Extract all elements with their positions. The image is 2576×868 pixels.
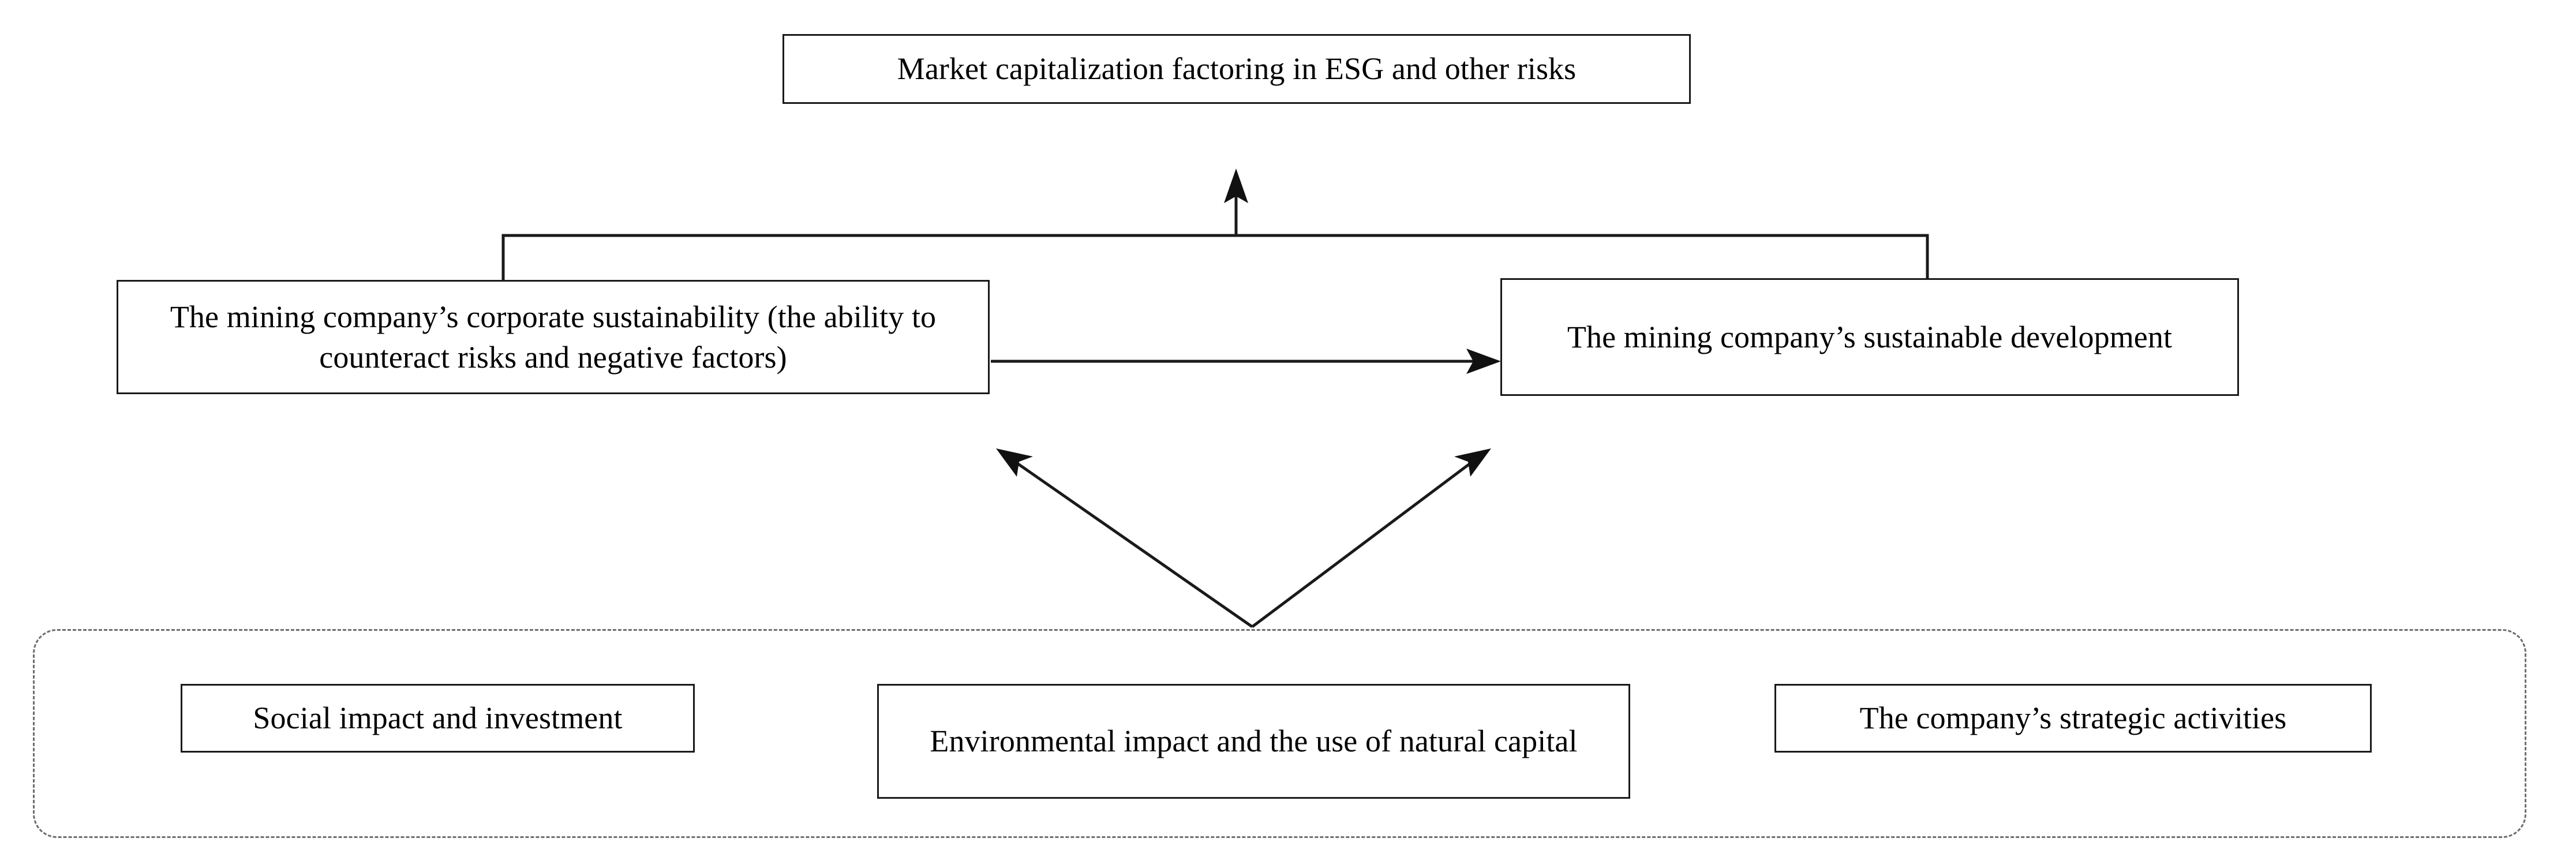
bracket-connector [501,234,1929,280]
node-market-capitalization-label: Market capitalization factoring in ESG a… [897,51,1577,87]
node-environmental-impact[interactable]: Environmental impact and the use of natu… [877,684,1630,799]
arrow-to-market-cap [1224,169,1248,235]
node-corporate-sustainability[interactable]: The mining company’s corporate sustainab… [117,280,990,394]
node-strategic-activities-label: The company’s strategic activities [1859,701,2287,736]
arrow-sustainability-to-development [991,349,1501,374]
node-corporate-sustainability-label: The mining company’s corporate sustainab… [170,299,937,375]
node-social-impact-and-investment[interactable]: Social impact and investment [181,684,695,753]
node-sustainable-development[interactable]: The mining company’s sustainable develop… [1500,278,2239,396]
node-sustainable-development-label: The mining company’s sustainable develop… [1567,319,2173,354]
arrow-factors-to-development [1251,448,1491,628]
node-social-impact-label: Social impact and investment [253,701,623,736]
node-strategic-activities[interactable]: The company’s strategic activities [1774,684,2372,753]
arrow-factors-to-sustainability [996,448,1253,628]
factors-group-container [33,629,2526,838]
node-market-capitalization[interactable]: Market capitalization factoring in ESG a… [782,34,1691,104]
node-environmental-impact-label: Environmental impact and the use of natu… [930,724,1578,759]
